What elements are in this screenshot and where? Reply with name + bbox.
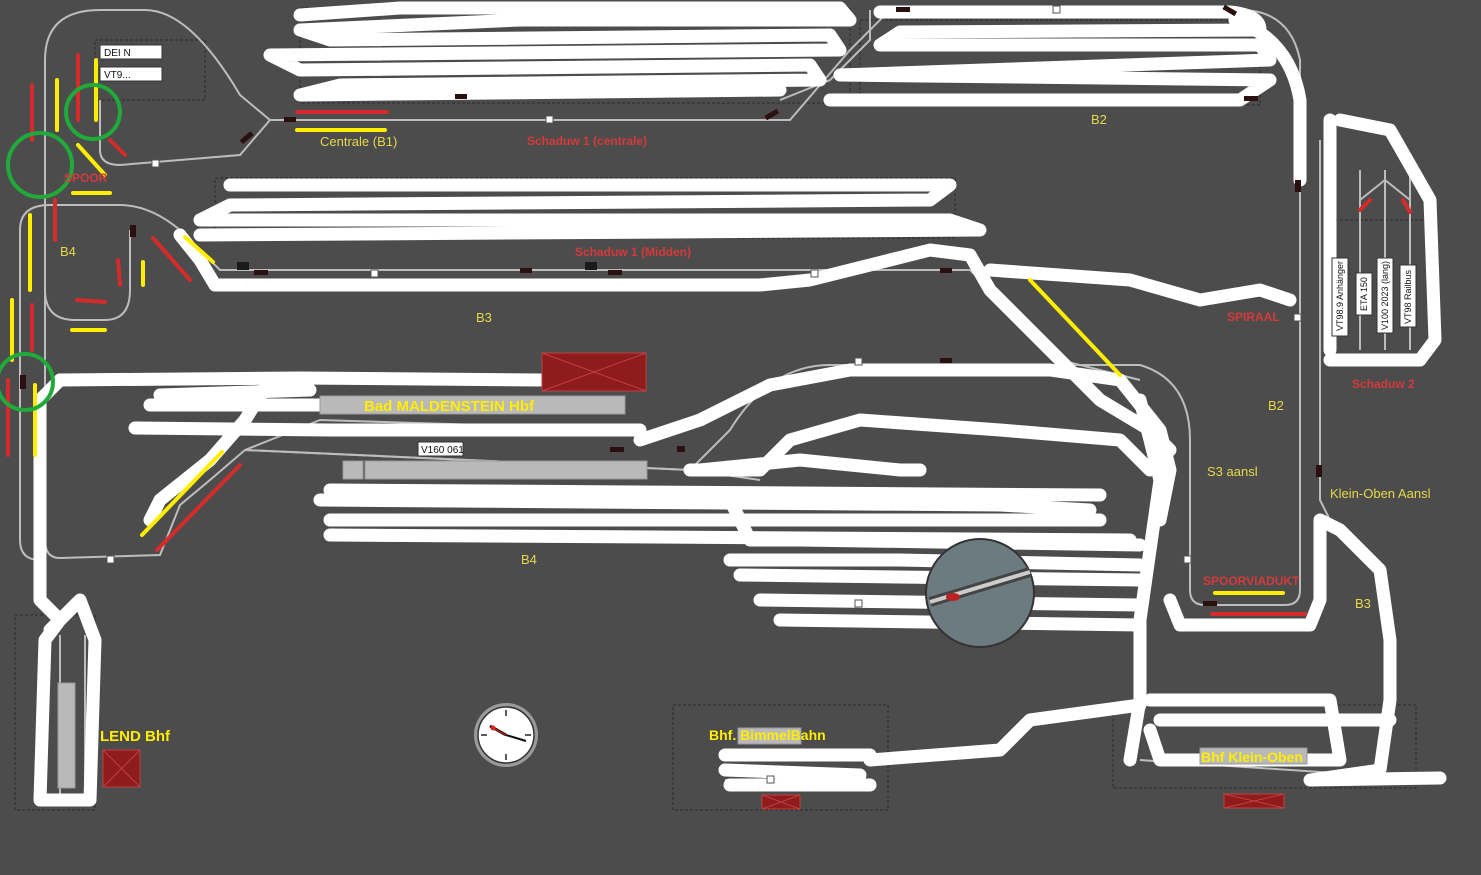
label-schaduw1-centrale: Schaduw 1 (centrale) — [527, 134, 647, 148]
turntable[interactable] — [925, 538, 1035, 648]
loco-vt98-railbus[interactable]: VT98 Railbus — [1399, 264, 1417, 328]
loco-vt98-anhanger-label: VT98.9 Anhänger — [1335, 261, 1345, 331]
label-b2-top: B2 — [1091, 112, 1107, 127]
label-s3-aansl: S3 aansl — [1207, 464, 1258, 479]
loco-vt9[interactable]: VT9... — [99, 66, 163, 82]
label-spoor-left: SPOOR — [64, 171, 108, 185]
bimmelbahn-station-building — [761, 794, 801, 810]
lend-station-building — [102, 749, 141, 788]
loco-v160[interactable]: V160 061 — [417, 441, 464, 457]
buildings — [102, 352, 1285, 810]
station-maldenstein[interactable]: Bad MALDENSTEIN Hbf — [364, 398, 535, 415]
station-klein-oben[interactable]: Bhf Klein-Oben — [1201, 749, 1303, 765]
green-highlight-circles — [0, 83, 122, 412]
label-schaduw2: Schaduw 2 — [1352, 377, 1415, 391]
label-schaduw1-midden: Schaduw 1 (Midden) — [575, 245, 691, 259]
loco-vt98-railbus-label: VT98 Railbus — [1403, 269, 1413, 324]
platforms — [57, 395, 1308, 789]
label-spiraal: SPIRAAL — [1227, 310, 1280, 324]
label-centrale: Centrale (B1) — [320, 134, 397, 149]
loco-v100-label: V100 2023 (lang) — [1380, 261, 1390, 330]
label-spoorviaduct: SPOORVIADUKT — [1203, 574, 1300, 588]
label-klein-oben-aansl: Klein-Oben Aansl — [1330, 486, 1431, 501]
red-block-markers — [6, 53, 1412, 616]
loco-dei-label: DEI N — [104, 48, 131, 59]
yellow-block-markers — [10, 58, 1285, 595]
label-b3-right: B3 — [1355, 596, 1371, 611]
loco-v100[interactable]: V100 2023 (lang) — [1376, 257, 1394, 334]
label-b3-mid: B3 — [476, 310, 492, 325]
overpaint-strokes — [33, 1, 1447, 807]
loco-v160-label: V160 061 — [421, 445, 464, 456]
track-markers — [20, 4, 1322, 784]
label-b4-bottom: B4 — [521, 552, 537, 567]
klein-oben-station-building — [1223, 793, 1285, 809]
label-b2-right: B2 — [1268, 398, 1284, 413]
loco-dei[interactable]: DEI N — [99, 44, 163, 60]
station-lend[interactable]: LEND Bhf — [100, 728, 171, 745]
label-b4-left: B4 — [60, 244, 76, 259]
loco-eta150-label: ETA 150 — [1359, 277, 1369, 311]
loco-vt98-anhanger[interactable]: VT98.9 Anhänger — [1331, 257, 1349, 337]
loco-vt9-label: VT9... — [104, 70, 131, 81]
maldenstein-station-building — [541, 352, 647, 392]
loco-eta150[interactable]: ETA 150 — [1355, 272, 1373, 316]
station-clock — [474, 703, 538, 767]
station-bimmelbahn[interactable]: Bhf. BimmelBahn — [709, 727, 826, 743]
